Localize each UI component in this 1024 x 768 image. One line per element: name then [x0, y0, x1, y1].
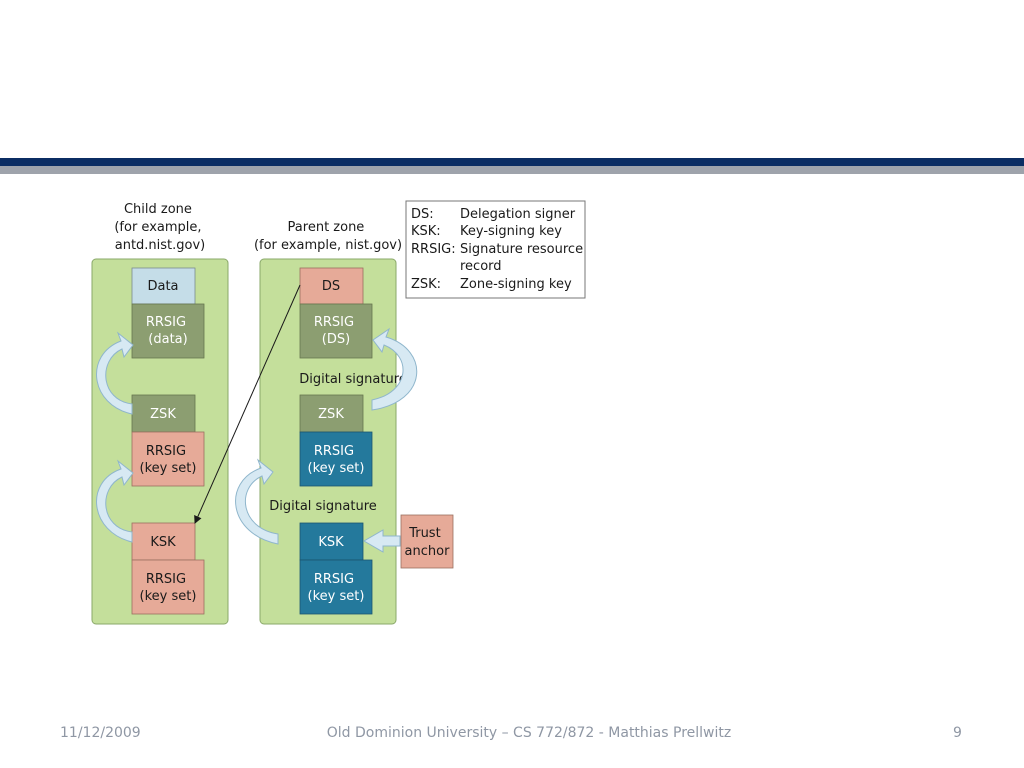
child-ksk-box: KSK	[131, 522, 196, 561]
svg-text:RRSIG (data): RRSIG (data)	[146, 315, 190, 347]
svg-text:RRSIG (key set): RRSIG (key set)	[308, 572, 365, 604]
footer-center-text: Old Dominion University – CS 772/872 - M…	[326, 725, 732, 741]
parent-zone-title: Parent zone (for example, nist.gov)	[254, 220, 402, 253]
svg-text:Data: Data	[147, 279, 178, 294]
trust-anchor-arrow-icon	[363, 529, 401, 553]
child-rrsig-keyset-box-2: RRSIG (key set)	[131, 559, 205, 615]
footer-page-number: 9	[953, 725, 962, 741]
child-curved-arrow-icon-2	[96, 459, 134, 543]
child-zsk-box: ZSK	[131, 394, 196, 433]
legend-desc-ds: Delegation signer	[460, 207, 576, 222]
child-data-box: Data	[131, 267, 196, 305]
legend-desc-rrsig: Signature resource record	[460, 242, 587, 274]
child-rrsig-data-box: RRSIG (data)	[131, 303, 205, 359]
legend-desc-zsk: Zone-signing key	[460, 277, 572, 292]
digital-signature-label-1: Digital signature	[299, 372, 407, 387]
svg-text:ZSK: ZSK	[318, 407, 344, 422]
svg-text:Trust anchor: Trust anchor	[405, 526, 451, 559]
child-curved-arrow-icon-1	[96, 331, 134, 415]
legend-abbr-ksk: KSK:	[411, 224, 441, 239]
dnssec-diagram: Child zone (for example, antd.nist.gov) …	[91, 200, 587, 625]
parent-ds-box: DS	[299, 267, 364, 305]
legend-abbr-rrsig: RRSIG:	[411, 242, 456, 257]
parent-rrsig-keyset-box-2: RRSIG (key set)	[299, 559, 373, 615]
svg-text:RRSIG (DS): RRSIG (DS)	[314, 315, 358, 347]
footer-date: 11/12/2009	[60, 725, 141, 741]
digital-signature-label-2: Digital signature	[269, 499, 377, 514]
svg-text:RRSIG (key set): RRSIG (key set)	[308, 444, 365, 476]
header-bar-gray	[0, 166, 1024, 174]
svg-text:KSK: KSK	[318, 535, 344, 550]
parent-curved-arrow-icon-1	[371, 327, 418, 411]
child-zone-title: Child zone (for example, antd.nist.gov)	[114, 202, 205, 253]
svg-text:DS: DS	[322, 279, 340, 294]
parent-rrsig-ds-box: RRSIG (DS)	[299, 303, 373, 359]
ds-to-ksk-arrow	[194, 284, 301, 524]
legend-abbr-zsk: ZSK:	[411, 277, 441, 292]
legend-desc-ksk: Key-signing key	[460, 224, 562, 239]
svg-text:RRSIG (key set): RRSIG (key set)	[140, 572, 197, 604]
trust-anchor-box: Trust anchor	[400, 514, 454, 569]
parent-rrsig-keyset-box-1: RRSIG (key set)	[299, 431, 373, 487]
svg-text:RRSIG (key set): RRSIG (key set)	[140, 444, 197, 476]
parent-ksk-box: KSK	[299, 522, 364, 561]
parent-zsk-box: ZSK	[299, 394, 364, 433]
legend-abbr-ds: DS:	[411, 207, 434, 222]
parent-curved-arrow-icon-2	[235, 458, 279, 545]
svg-text:KSK: KSK	[150, 535, 176, 550]
header-bar-dark	[0, 158, 1024, 166]
legend: DS: Delegation signer KSK: Key-signing k…	[405, 200, 587, 299]
svg-text:ZSK: ZSK	[150, 407, 176, 422]
child-rrsig-keyset-box-1: RRSIG (key set)	[131, 431, 205, 487]
